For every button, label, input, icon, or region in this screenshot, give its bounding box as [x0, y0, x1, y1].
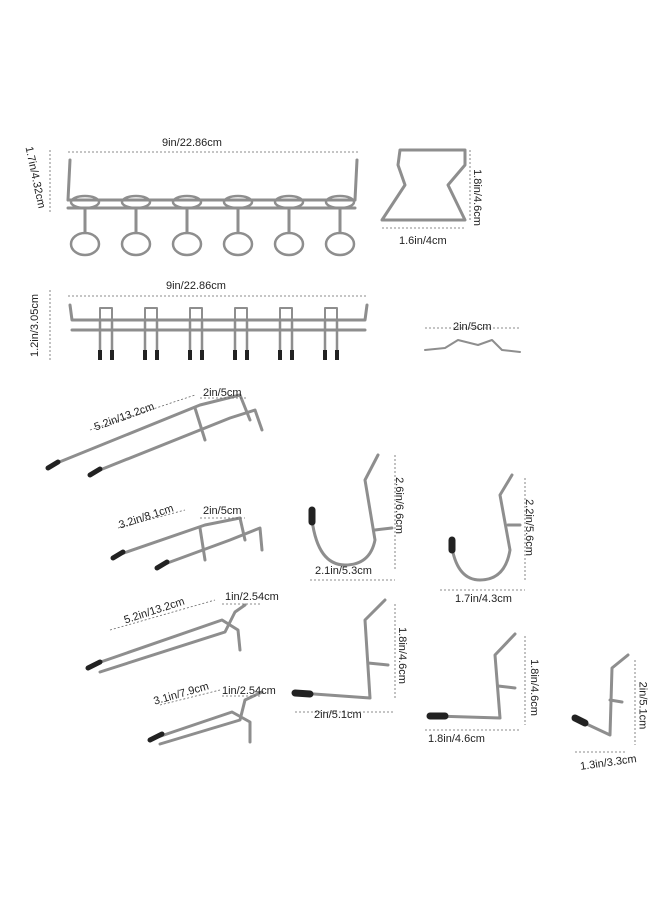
double-hook-short [110, 509, 264, 571]
rack-with-loops [49, 150, 360, 257]
clip-width-label: 2in/5cm [453, 321, 492, 333]
wire-clip [424, 327, 521, 353]
j-medium-height-label: 2.2in/5.6cm [522, 499, 535, 556]
j-large-height-label: 2.6in/6.6cm [392, 477, 405, 534]
l-hook-medium [425, 632, 526, 731]
rack-prong-arch [324, 307, 338, 321]
j-large-width-label: 2.1in/5.3cm [315, 565, 372, 577]
bracket-height-label: 1.8in/4.6cm [470, 169, 483, 226]
double-hook-long [45, 393, 264, 478]
single-hook-short [147, 689, 264, 746]
l-large-width-label: 2in/5.1cm [314, 709, 362, 721]
rack-loop [69, 194, 101, 257]
rack-prong-arch [279, 307, 293, 321]
j-medium-width-label: 1.7in/4.3cm [455, 593, 512, 605]
rack-prong-arch [99, 307, 113, 321]
rack-prong-arch [144, 307, 158, 321]
rack-with-prongs [49, 290, 369, 362]
rack-loop [273, 194, 305, 257]
single-hook-long [85, 599, 262, 674]
rack-loops-width-label: 9in/22.86cm [162, 137, 222, 149]
rack-prongs-height-label: 1.2in/3.05cm [28, 294, 41, 357]
l-hook-large [291, 598, 396, 713]
single-short-base-label: 1in/2.54cm [222, 685, 276, 697]
rack-prong-arch [234, 307, 248, 321]
rack-prongs-width-label: 9in/22.86cm [166, 280, 226, 292]
l-medium-width-label: 1.8in/4.6cm [428, 733, 485, 745]
rack-prong-arch [189, 307, 203, 321]
j-hook-medium [440, 473, 526, 591]
double-long-spacing-label: 2in/5cm [203, 387, 242, 399]
l-small-height-label: 2in/5.1cm [636, 681, 649, 730]
rack-loop [120, 194, 152, 257]
double-short-spacing-label: 2in/5cm [203, 505, 242, 517]
rack-loop [324, 194, 356, 257]
rack-loop [222, 194, 254, 257]
wire-bracket [380, 148, 471, 229]
j-hook-large [308, 453, 396, 581]
l-large-height-label: 1.8in/4.6cm [395, 627, 408, 684]
bracket-width-label: 1.6in/4cm [399, 235, 447, 247]
l-medium-height-label: 1.8in/4.6cm [527, 659, 540, 716]
rack-loop [171, 194, 203, 257]
l-hook-small [571, 653, 636, 753]
single-long-base-label: 1in/2.54cm [225, 591, 279, 603]
